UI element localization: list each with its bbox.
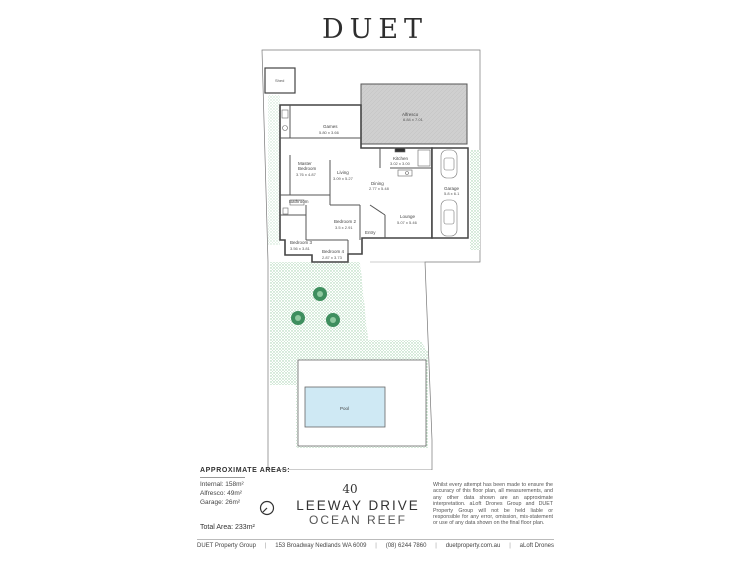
rear-garden	[268, 95, 280, 245]
games-label: Games	[323, 124, 338, 129]
pool	[304, 386, 386, 428]
tree-2	[291, 311, 305, 325]
suburb: OCEAN REEF	[308, 513, 407, 527]
footer-divider	[197, 539, 554, 540]
areas-title: APPROXIMATE AREAS:	[200, 467, 291, 474]
footer-address: 153 Broadway Nedlands WA 6009	[275, 543, 367, 549]
bathroom-label: Bathroom	[289, 199, 309, 204]
alfresco	[360, 83, 468, 145]
shed	[264, 67, 296, 94]
footer: DUET Property Group | 153 Broadway Nedla…	[197, 543, 554, 549]
car-2	[440, 199, 458, 237]
master-dim: 3.76 x 4.87	[296, 172, 317, 177]
bedroom4-label: Bedroom 4	[322, 249, 345, 254]
street-number: 40	[342, 482, 358, 496]
shed-label: Shed	[275, 78, 284, 83]
tree-3	[326, 313, 340, 327]
footer-credit: aLoft Drones	[519, 543, 554, 549]
footer-separator: |	[509, 543, 511, 549]
brand-logo: DUET	[321, 14, 429, 45]
entry-label: Entry	[365, 230, 376, 235]
alfresco-dim: 6.84 x 7.01	[403, 117, 424, 122]
living-label: Living	[337, 170, 349, 175]
dining-dim: 2.77 x 5.48	[369, 186, 390, 191]
lounge-dim: 5.07 x 5.46	[397, 220, 418, 225]
footer-website[interactable]: duetproperty.com.au	[445, 543, 501, 549]
floor-plan: Pool Shed Alfresco 6.84 x 7.01 Garage 5.…	[261, 49, 481, 470]
pool-label: Pool	[340, 406, 349, 411]
area-garage: Garage: 26m²	[200, 499, 241, 506]
tree-1	[313, 287, 327, 301]
bedroom3-dim: 3.56 x 3.81	[290, 246, 311, 251]
garage	[431, 147, 469, 239]
street-name: LEEWAY DRIVE	[296, 498, 420, 513]
lot-boundary	[261, 49, 481, 470]
area-alfresco: Alfresco: 49m²	[200, 490, 242, 497]
alfresco-label: Alfresco	[402, 112, 419, 117]
dining-label: Dining	[371, 181, 384, 186]
bedroom2-dim: 3.5 x 2.91	[335, 225, 353, 230]
area-internal: Internal: 158m²	[200, 481, 244, 488]
side-garden	[470, 150, 480, 250]
living-dim: 3.09 x 5.27	[333, 176, 354, 181]
car-1	[440, 149, 458, 179]
compass-icon	[259, 500, 275, 516]
bedroom3-label: Bedroom 3	[290, 240, 313, 245]
areas-divider	[200, 477, 245, 478]
bedroom4-dim: 2.87 x 3.73	[322, 255, 343, 260]
kitchen-dim: 3.02 x 3.00	[390, 161, 411, 166]
footer-separator: |	[264, 543, 267, 549]
garage-label: Garage	[444, 186, 460, 191]
bedroom2-label: Bedroom 2	[334, 219, 357, 224]
interior-walls	[280, 105, 432, 262]
master-label-line2: Bedroom	[298, 166, 317, 171]
footer-separator: |	[375, 543, 377, 549]
disclaimer: Whilst every attempt has been made to en…	[433, 482, 553, 527]
footer-separator: |	[435, 543, 437, 549]
kitchen-label: Kitchen	[393, 156, 409, 161]
master-label-line1: Master	[298, 161, 312, 166]
games-dim: 5.80 x 3.66	[319, 130, 340, 135]
area-total: Total Area: 233m²	[200, 524, 255, 531]
footer-company: DUET Property Group	[197, 543, 256, 549]
footer-phone: (08) 6244 7860	[385, 543, 427, 549]
fixtures	[281, 109, 431, 215]
lounge-label: Lounge	[400, 214, 416, 219]
garage-dim: 5.8 x 6.1	[444, 191, 460, 196]
